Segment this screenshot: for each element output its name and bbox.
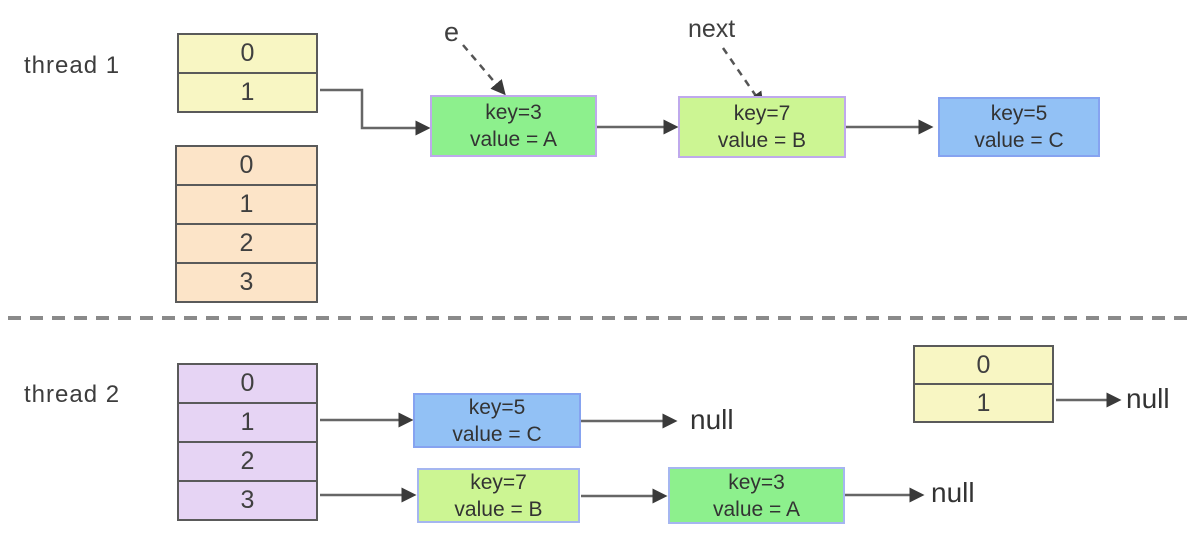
node-key-label: key=3 [485, 101, 542, 124]
t1-resized-bucket-array: 0 1 2 3 [175, 145, 318, 303]
node-value-label: value = C [452, 422, 542, 446]
array-cell: 1 [240, 78, 255, 106]
array-cell: 3 [239, 268, 254, 296]
node-key-label: key=5 [468, 395, 526, 419]
next-pointer-label: next [688, 15, 736, 43]
array-cell: 0 [915, 347, 1052, 385]
node-value-label: value = C [974, 129, 1064, 152]
t2-node-key7: key=7 value = B [417, 468, 580, 523]
thread2-label: thread 2 [24, 381, 121, 408]
t1-node-key5: key=5 value = C [938, 97, 1100, 157]
node-value-label: value = A [470, 128, 557, 151]
null-label: null [690, 404, 734, 435]
array-cell: 1 [177, 186, 316, 225]
null-label: null [1126, 383, 1170, 414]
array-cell: 2 [177, 225, 316, 264]
arrow-next-pointer-dashed [721, 47, 764, 108]
t1-bucket-array: 0 1 [177, 33, 318, 113]
node-key-label: key=7 [733, 102, 791, 125]
node-key-label: key=3 [728, 470, 785, 494]
null-label: null [931, 477, 975, 508]
t2-bucket-array: 0 1 2 3 [177, 363, 318, 521]
e-pointer-label: e [444, 17, 460, 47]
node-value-label: value = B [454, 497, 543, 521]
array-cell: 1 [976, 388, 991, 417]
arrow-e-pointer-dashed [462, 44, 506, 96]
array-cell: 0 [177, 147, 316, 186]
array-cell: 0 [179, 35, 316, 74]
t1-node-key7: key=7 value = B [678, 96, 846, 158]
thread1-label: thread 1 [24, 52, 121, 79]
array-cell: 3 [240, 486, 255, 514]
node-value-label: value = B [717, 129, 807, 152]
node-key-label: key=5 [990, 102, 1048, 125]
array-cell: 1 [179, 404, 316, 443]
node-key-label: key=7 [470, 470, 527, 494]
array-cell: 2 [179, 443, 316, 482]
t1-node-key3: key=3 value = A [430, 95, 597, 157]
node-value-label: value = A [713, 497, 800, 521]
t2-node-key5: key=5 value = C [413, 393, 581, 448]
array-cell: 0 [179, 365, 316, 404]
arrow-t1-bucket1-to-key3 [320, 88, 431, 136]
t2-node-key3: key=3 value = A [668, 467, 845, 524]
t2-small-bucket-array: 0 1 [913, 345, 1054, 423]
